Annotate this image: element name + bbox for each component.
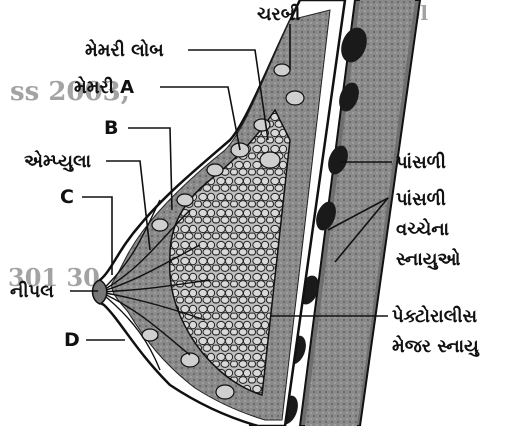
label-rib: પાંસળી: [396, 151, 446, 173]
label-nipple: નીપલ: [10, 280, 54, 302]
label-pectoralis-line1: પેક્ટોરાલીસ: [392, 305, 477, 327]
label-intercostal-line3: સ્નાયુઓ: [396, 248, 460, 270]
nipple-shape: [93, 280, 107, 304]
label-fat: ચરબી: [257, 3, 300, 25]
label-intercostal-line2: વચ્ચેના: [396, 218, 450, 240]
label-pectoralis-line2: મેજર સ્નાયુ: [392, 335, 480, 357]
label-mammary-a: મેમરી A: [74, 76, 134, 98]
label-ampulla: એમ્પ્યુલા: [24, 150, 92, 172]
label-mammary-lobe: મેમરી લોબ: [85, 39, 164, 61]
label-c: C: [60, 186, 74, 208]
label-intercostal-line1: પાંસળી: [396, 188, 446, 210]
label-b: B: [104, 117, 118, 139]
label-d: D: [64, 329, 80, 351]
